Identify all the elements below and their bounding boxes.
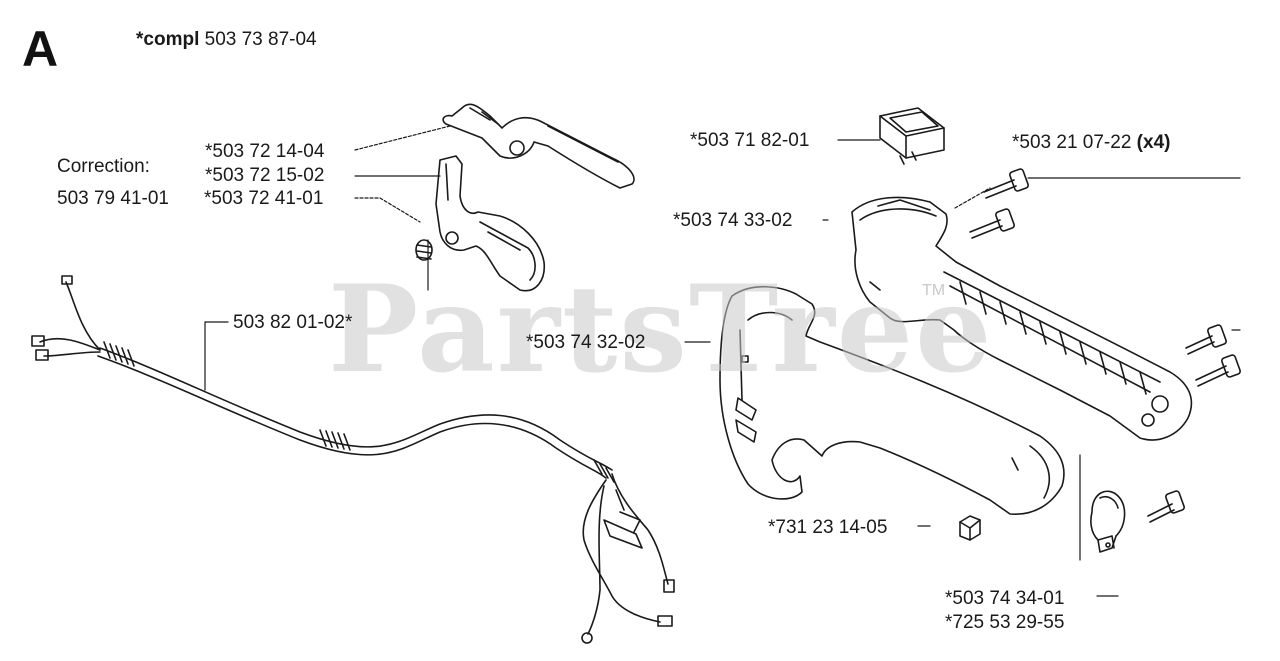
nut-label[interactable]: *731 23 14-05 xyxy=(768,517,888,538)
throttle-trigger-label[interactable]: *503 72 14-04 xyxy=(205,141,325,162)
screws-drawing xyxy=(969,168,1241,523)
wire-harness-drawing xyxy=(31,275,675,644)
kit-prefix: *compl xyxy=(136,29,200,50)
stop-switch-label[interactable]: *503 71 82-01 xyxy=(690,130,810,151)
handle-left-half-drawing xyxy=(719,285,1065,515)
correction-number[interactable]: 503 79 41-01 xyxy=(57,188,169,209)
screw-1 xyxy=(983,168,1029,199)
clamp-label[interactable]: *503 74 34-01 xyxy=(945,588,1065,609)
nut-drawing xyxy=(959,515,981,541)
screw-5 xyxy=(1147,490,1185,523)
spring-drawing xyxy=(415,239,433,261)
screw-quantity: (x4) xyxy=(1136,132,1171,153)
lockout-label[interactable]: *503 72 41-01 xyxy=(204,188,324,209)
correction-label: Correction: xyxy=(57,156,150,177)
section-letter: A xyxy=(22,21,59,77)
clamp-screw-label[interactable]: *725 53 29-55 xyxy=(945,612,1065,633)
throttle-trigger-drawing xyxy=(442,103,635,189)
trigger-lever-drawing xyxy=(435,155,545,292)
wire-harness-label[interactable]: 503 82 01-02* xyxy=(233,312,353,333)
handle-left-label[interactable]: *503 74 32-02 xyxy=(526,332,646,353)
watermark-logo: PartsTree xyxy=(328,259,994,400)
kit-label: *compl 503 73 87-04 xyxy=(136,30,317,49)
clamp-drawing xyxy=(1090,490,1126,553)
leader-lines xyxy=(204,125,1241,597)
screw-number[interactable]: *503 21 07-22 xyxy=(1012,132,1132,153)
screw-3 xyxy=(1185,324,1227,355)
screw-4 xyxy=(1195,354,1241,387)
kit-number: 503 73 87-04 xyxy=(204,29,317,50)
screw-2 xyxy=(969,208,1015,239)
screw-label: *503 21 07-22 (x4) xyxy=(1012,133,1170,152)
handle-right-half-drawing xyxy=(851,196,1193,441)
handle-right-label[interactable]: *503 74 33-02 xyxy=(673,210,793,231)
watermark-trademark: TM xyxy=(922,282,946,299)
stop-switch-drawing xyxy=(879,107,945,165)
trigger-lever-label[interactable]: *503 72 15-02 xyxy=(205,165,325,186)
